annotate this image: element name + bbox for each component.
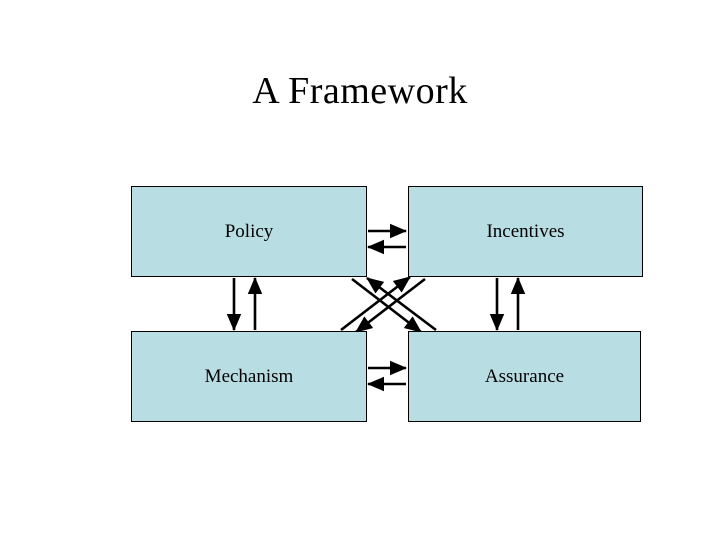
arrow-policy-to-assurance: [351, 277, 422, 334]
node-box-mechanism[interactable]: Mechanism: [131, 331, 367, 422]
arrow-incentives-to-mechanism: [355, 277, 426, 334]
connector-policy-mechanism: [226, 276, 263, 332]
node-label-policy: Policy: [224, 220, 274, 242]
node-label-assurance: Assurance: [484, 365, 565, 387]
connector-mechanism-assurance: [366, 360, 408, 392]
node-label-incentives: Incentives: [486, 220, 565, 242]
page-title: A Framework: [252, 70, 468, 112]
node-box-assurance[interactable]: Assurance: [408, 331, 641, 422]
connector-incentives-mechanism: [340, 275, 426, 334]
arrow-assurance-to-policy: [366, 276, 437, 332]
node-box-incentives[interactable]: Incentives: [408, 186, 643, 277]
connector-policy-incentives: [366, 223, 408, 255]
node-box-policy[interactable]: Policy: [131, 186, 367, 277]
node-label-mechanism: Mechanism: [204, 365, 294, 387]
connector-incentives-assurance: [489, 276, 526, 332]
arrow-mechanism-to-incentives: [340, 275, 411, 332]
connector-policy-assurance: [351, 276, 437, 334]
